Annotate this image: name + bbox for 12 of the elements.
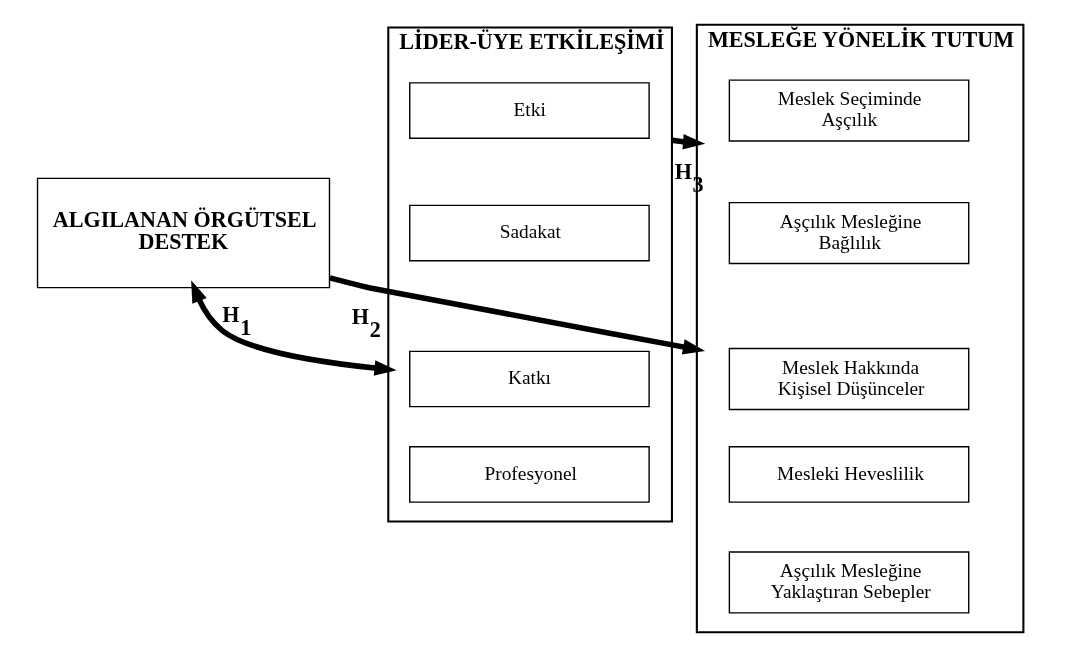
arrow bbox=[191, 280, 397, 376]
node-box: Sadakat bbox=[409, 204, 650, 262]
arrow bbox=[329, 275, 706, 355]
node-box: Meslek Hakkında Kişisel Düşünceler bbox=[728, 347, 970, 411]
node-box: Katkı bbox=[409, 350, 650, 408]
node-box: Meslek Seçiminde Aşçılık bbox=[728, 79, 970, 142]
node-box: Aşçılık Mesleğine Yaklaştıran Sebepler bbox=[728, 551, 970, 614]
node-box: Profesyonel bbox=[409, 446, 650, 503]
node-box: Etki bbox=[409, 82, 650, 139]
node-box: Mesleki Heveslilik bbox=[728, 446, 970, 503]
node-box: Aşçılık Mesleğine Bağlılık bbox=[728, 201, 970, 265]
node-box: ALGILANAN ÖRGÜTSEL DESTEK bbox=[36, 177, 331, 289]
